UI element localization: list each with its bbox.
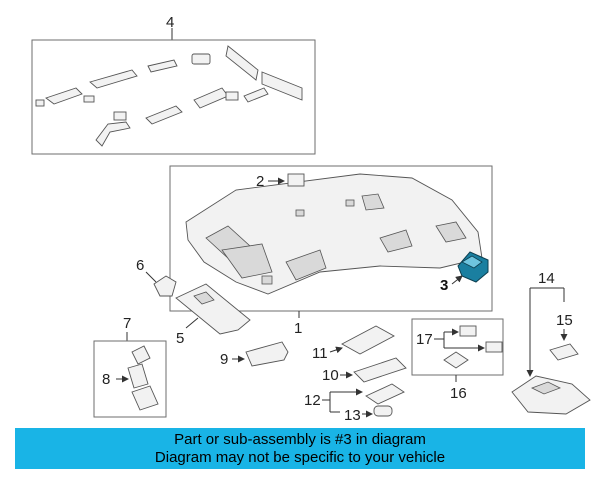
clip-set-parts bbox=[35, 45, 303, 147]
headliner-clip-part-2 bbox=[287, 173, 305, 187]
callout-16[interactable]: 16 bbox=[450, 385, 467, 402]
grab-handle-part-9 bbox=[245, 341, 289, 367]
callout-9[interactable]: 9 bbox=[220, 351, 228, 368]
callout-12[interactable]: 12 bbox=[304, 392, 321, 409]
grab-handle-group: 9 bbox=[220, 341, 289, 368]
overhead-console-part-14 bbox=[511, 375, 591, 415]
group-7: 7 8 bbox=[93, 315, 167, 418]
clip-set-group: 4 bbox=[31, 14, 316, 155]
banner-line-1: Part or sub-assembly is #3 in diagram bbox=[174, 430, 426, 448]
callout-1[interactable]: 1 bbox=[294, 320, 302, 337]
headliner-group: 1 2 3 bbox=[169, 165, 493, 337]
bulb-part-13 bbox=[373, 405, 393, 417]
part-15 bbox=[549, 343, 579, 361]
sun-visor-group: 6 5 bbox=[136, 257, 251, 347]
banner-line-2: Diagram may not be specific to your vehi… bbox=[154, 448, 446, 466]
callout-14[interactable]: 14 bbox=[538, 270, 555, 287]
callout-7[interactable]: 7 bbox=[123, 315, 131, 332]
callout-5[interactable]: 5 bbox=[176, 330, 184, 347]
info-banner: Part or sub-assembly is #3 in diagram Di… bbox=[15, 428, 585, 469]
headliner-panel bbox=[185, 173, 483, 295]
part-10 bbox=[353, 357, 407, 383]
callout-6[interactable]: 6 bbox=[136, 257, 144, 274]
callout-4[interactable]: 4 bbox=[166, 14, 174, 31]
callout-10[interactable]: 10 bbox=[322, 367, 339, 384]
lamp-parts-group: 11 10 12 13 bbox=[304, 325, 407, 424]
group-16: 17 16 bbox=[411, 318, 504, 402]
callout-2[interactable]: 2 bbox=[256, 173, 264, 190]
callout-11[interactable]: 11 bbox=[312, 345, 328, 362]
part-12 bbox=[365, 383, 405, 405]
overhead-console-group: 14 15 bbox=[511, 270, 591, 415]
callout-15[interactable]: 15 bbox=[556, 312, 573, 329]
part-11 bbox=[341, 325, 395, 355]
visor-clip-part-6 bbox=[153, 275, 177, 297]
callout-13[interactable]: 13 bbox=[344, 407, 361, 424]
callout-8[interactable]: 8 bbox=[102, 371, 110, 388]
callout-17[interactable]: 17 bbox=[416, 331, 433, 348]
callout-3[interactable]: 3 bbox=[440, 277, 448, 294]
